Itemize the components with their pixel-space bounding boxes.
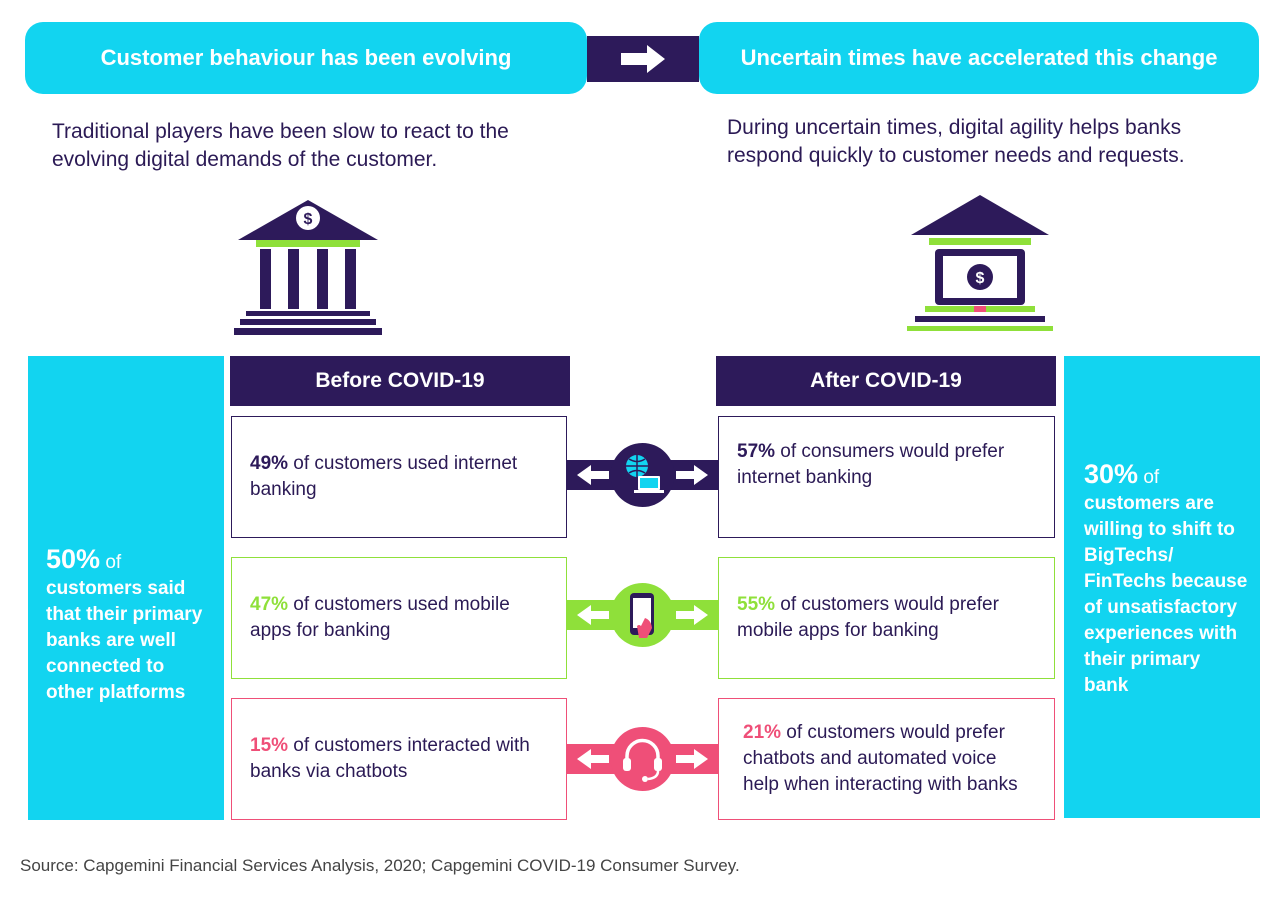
before-mobile-percent: 47% [250, 594, 289, 615]
before-chatbot-percent: 15% [250, 735, 289, 756]
bank-building-icon: $ [234, 200, 382, 335]
after-mobile-text: of customers would prefer mobile apps fo… [737, 594, 999, 641]
chatbot-connector [567, 727, 718, 791]
after-mobile-box: 55% of customers would prefer mobile app… [718, 557, 1055, 679]
after-chatbot-text: of customers would prefer chatbots and a… [743, 722, 1018, 795]
after-mobile-percent: 55% [737, 594, 776, 615]
after-chatbot-percent: 21% [743, 722, 782, 743]
svg-text:$: $ [976, 270, 985, 287]
after-internet-box: 57% of consumers would prefer internet b… [718, 416, 1055, 538]
headset-icon [623, 738, 662, 782]
after-covid-header-text: After COVID-19 [810, 369, 962, 392]
left-stat-text: customers said that their primary banks … [46, 578, 203, 703]
mobile-phone-icon [630, 593, 654, 638]
before-internet-box: 49% of customers used internet banking [231, 416, 567, 538]
before-internet-text: of customers used internet banking [250, 453, 518, 500]
left-heading-text: Customer behaviour has been evolving [100, 45, 512, 70]
globe-laptop-icon [626, 455, 664, 493]
after-covid-header: After COVID-19 [716, 356, 1056, 406]
mobile-connector [567, 583, 718, 647]
left-stat-of: of [105, 552, 122, 573]
right-arrow-icon [621, 45, 665, 73]
before-covid-header: Before COVID-19 [230, 356, 570, 406]
before-mobile-box: 47% of customers used mobile apps for ba… [231, 557, 567, 679]
svg-text:$: $ [304, 211, 313, 228]
right-stat-panel: 30% of customers are willing to shift to… [1064, 356, 1260, 818]
before-covid-header-text: Before COVID-19 [315, 369, 485, 392]
transition-arrow [587, 36, 699, 82]
right-heading-pill: Uncertain times have accelerated this ch… [699, 22, 1259, 94]
right-intro-text: During uncertain times, digital agility … [727, 116, 1185, 167]
after-internet-text: of consumers would prefer internet banki… [737, 441, 1005, 488]
laptop-bank-icon: $ [907, 195, 1053, 331]
internet-connector [567, 443, 718, 507]
before-chatbot-box: 15% of customers interacted with banks v… [231, 698, 567, 820]
left-heading-pill: Customer behaviour has been evolving [25, 22, 587, 94]
right-stat-percent: 30% [1084, 459, 1139, 489]
before-chatbot-text: of customers interacted with banks via c… [250, 735, 530, 782]
right-stat-text: customers are willing to shift to BigTec… [1084, 493, 1248, 696]
left-stat-panel: 50% of customers said that their primary… [28, 356, 224, 820]
after-chatbot-box: 21% of customers would prefer chatbots a… [718, 698, 1055, 820]
right-heading-text: Uncertain times have accelerated this ch… [740, 45, 1218, 70]
after-internet-percent: 57% [737, 441, 776, 462]
source-note: Source: Capgemini Financial Services Ana… [20, 856, 740, 875]
left-intro-text: Traditional players have been slow to re… [52, 120, 509, 171]
before-internet-percent: 49% [250, 453, 289, 474]
right-stat-of: of [1143, 467, 1160, 488]
left-stat-percent: 50% [46, 544, 101, 574]
before-mobile-text: of customers used mobile apps for bankin… [250, 594, 510, 641]
